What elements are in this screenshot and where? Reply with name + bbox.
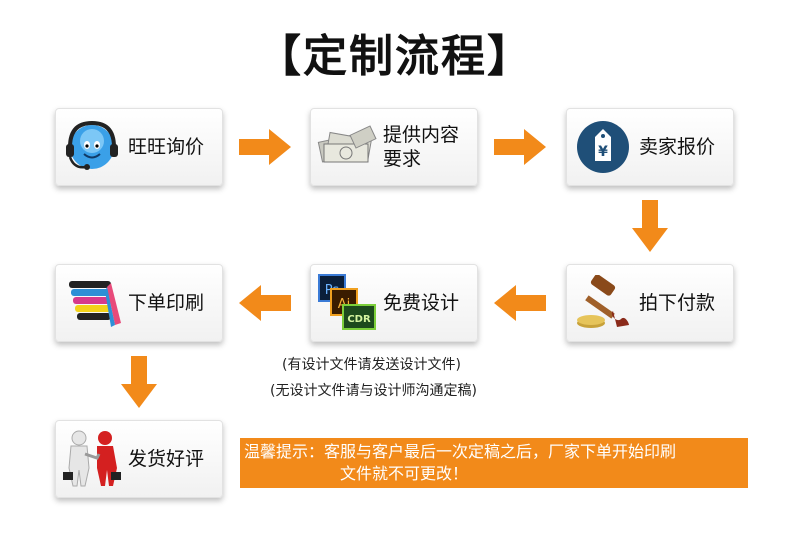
arrow-left-1 bbox=[494, 285, 546, 321]
warning-line-2: 文件就不可更改！ bbox=[340, 464, 469, 483]
step-quote: ¥ 卖家报价 bbox=[566, 108, 734, 186]
step-review-label: 发货好评 bbox=[128, 448, 205, 470]
step-inquiry-label: 旺旺询价 bbox=[128, 136, 205, 158]
money-bills-icon bbox=[315, 115, 379, 179]
arrow-down-2 bbox=[121, 356, 157, 408]
warning-line-1: 温馨提示：客服与客户最后一次定稿之后，厂家下单开始印刷 bbox=[244, 442, 677, 461]
price-tag-symbol: ¥ bbox=[598, 144, 608, 160]
auction-gavel-icon bbox=[571, 271, 635, 335]
arrow-right-2 bbox=[494, 129, 546, 165]
step-design-label: 免费设计 bbox=[383, 292, 460, 314]
step-requirements-line2: 要求 bbox=[383, 148, 422, 170]
design-software-icon: Ps Ai CDR bbox=[315, 271, 379, 335]
arrow-down-1 bbox=[632, 200, 668, 252]
step-requirements-line1: 提供内容 bbox=[383, 124, 460, 146]
step-print-label: 下单印刷 bbox=[128, 292, 205, 314]
handshake-people-icon bbox=[60, 427, 124, 491]
page-title: 【定制流程】 bbox=[257, 31, 533, 82]
step-requirements-label: 提供内容 要求 bbox=[383, 123, 477, 171]
step-payment-label: 拍下付款 bbox=[639, 292, 716, 314]
step-review: 发货好评 bbox=[55, 420, 223, 498]
design-note-2: (无设计文件请与设计师沟通定稿) bbox=[270, 383, 477, 399]
arrow-left-2 bbox=[239, 285, 291, 321]
step-requirements: 提供内容 要求 bbox=[310, 108, 478, 186]
price-tag-icon: ¥ bbox=[571, 115, 635, 179]
support-agent-icon bbox=[60, 115, 124, 179]
step-payment: 拍下付款 bbox=[566, 264, 734, 342]
step-inquiry: 旺旺询价 bbox=[55, 108, 223, 186]
step-print: 下单印刷 bbox=[55, 264, 223, 342]
arrow-right-1 bbox=[239, 129, 291, 165]
design-note-1: (有设计文件请发送设计文件) bbox=[282, 357, 461, 373]
coreldraw-icon: CDR bbox=[347, 314, 371, 325]
step-design: Ps Ai CDR 免费设计 bbox=[310, 264, 478, 342]
printer-rollers-icon bbox=[60, 271, 124, 335]
warning-banner: 温馨提示：客服与客户最后一次定稿之后，厂家下单开始印刷 文件就不可更改！ bbox=[240, 438, 748, 488]
step-quote-label: 卖家报价 bbox=[639, 136, 716, 158]
